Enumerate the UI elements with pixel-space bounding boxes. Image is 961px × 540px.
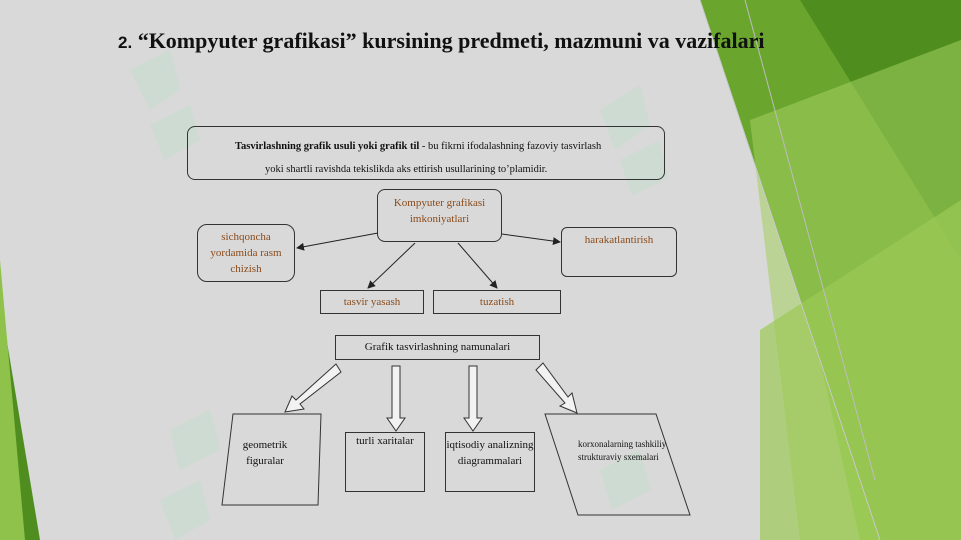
block-arrow-to-economic <box>463 365 483 432</box>
create-image-label: tasvir yasash <box>343 296 401 308</box>
economic-diagrams-box <box>445 432 535 492</box>
samples-box <box>335 335 540 360</box>
left-green-shape-light <box>0 260 25 540</box>
animation-box <box>561 227 677 277</box>
definition-line-1: Tasvirlashning grafik usuli yoki grafik … <box>235 139 601 155</box>
watermark <box>130 50 668 540</box>
editing-label: tuzatish <box>479 296 515 308</box>
title-text: “Kompyuter grafikasi” kursining predmeti… <box>137 28 765 53</box>
block-arrow-to-maps <box>386 365 406 432</box>
faint-line <box>744 0 876 481</box>
definition-line-1-rest: - bu fikrni ifodalashning fazoviy tasvir… <box>419 141 602 152</box>
samples-label: Grafik tasvirlashning namunalari <box>364 341 511 353</box>
arrow-to-animation <box>501 233 561 246</box>
arrow-to-create-image <box>367 242 416 289</box>
animation-label: harakatlantirish <box>584 234 654 246</box>
mouse-drawing-label: sichqoncha yordamida rasm chizish <box>210 231 282 275</box>
definition-box <box>187 126 665 180</box>
maps-box <box>345 432 425 492</box>
slide-title: 2. “Kompyuter grafikasi” kursining predm… <box>118 28 878 54</box>
capabilities-label: Kompyuter grafikasi imkoniyatlari <box>393 197 486 225</box>
block-arrow-to-geometric <box>284 363 342 413</box>
create-image-box <box>320 290 424 314</box>
geometric-figures-parallelogram <box>221 413 322 506</box>
economic-diagrams-label: iqtisodiy analizning diagrammalari <box>446 439 534 467</box>
org-schemes-parallelogram <box>544 413 691 516</box>
right-green-shape-highlight <box>760 200 961 540</box>
editing-box <box>433 290 561 314</box>
definition-term: Tasvirlashning grafik usuli yoki grafik … <box>235 141 420 152</box>
definition-line-2: yoki shartli ravishda tekislikda aks ett… <box>265 164 548 175</box>
arrow-to-mouse-drawing <box>296 232 379 251</box>
block-arrow-to-org-schemes <box>535 362 578 414</box>
maps-label: turli xaritalar <box>356 435 414 447</box>
geometric-figures-label: geometrik figuralar <box>242 439 288 467</box>
arrow-to-editing <box>457 242 498 289</box>
org-schemes-label: korxonalarning tashkiliy strukturaviy sx… <box>578 439 667 462</box>
mouse-drawing-box <box>197 224 295 282</box>
capabilities-box <box>377 189 502 242</box>
title-number: 2. <box>118 33 133 52</box>
faint-line <box>699 0 881 540</box>
